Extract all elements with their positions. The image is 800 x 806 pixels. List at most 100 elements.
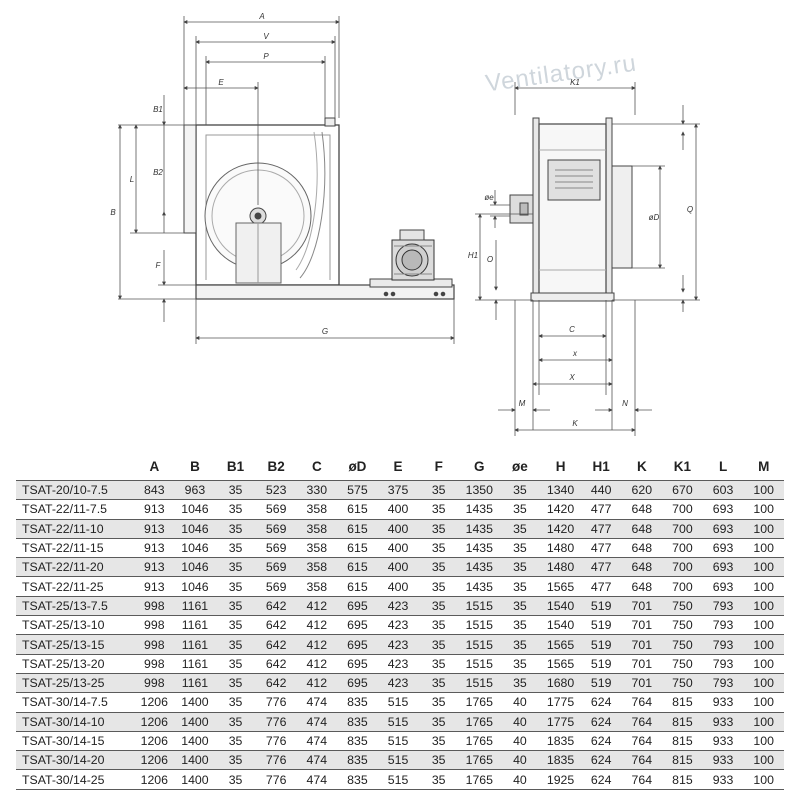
value-cell: 1206 (134, 692, 175, 713)
value-cell: 701 (621, 615, 663, 636)
value-cell: 750 (662, 615, 703, 636)
value-cell: 35 (499, 654, 541, 674)
value-cell: 474 (296, 731, 338, 752)
value-cell: 648 (621, 519, 663, 539)
value-cell: 423 (377, 634, 419, 655)
value-cell: 1775 (540, 712, 581, 732)
dim-label-x: x (572, 349, 578, 358)
dim-label-E: E (218, 78, 224, 87)
value-cell: 477 (580, 519, 622, 539)
value-cell: 40 (499, 750, 541, 771)
value-cell: 477 (580, 557, 622, 578)
model-cell: TSAT-22/11-20 (16, 557, 134, 578)
value-cell: 100 (743, 731, 784, 752)
value-cell: 35 (215, 712, 256, 732)
value-cell: 100 (743, 538, 784, 559)
value-cell: 695 (337, 654, 378, 674)
value-cell: 815 (662, 712, 703, 732)
value-cell: 35 (418, 692, 459, 713)
value-cell: 35 (499, 538, 541, 559)
value-cell: 648 (621, 499, 663, 520)
value-cell: 35 (215, 499, 256, 520)
value-cell: 1515 (459, 634, 500, 655)
value-cell: 1765 (459, 692, 500, 713)
value-cell: 776 (255, 712, 297, 732)
value-cell: 695 (337, 673, 378, 694)
value-cell: 642 (255, 634, 297, 655)
value-cell: 693 (702, 576, 744, 597)
model-cell: TSAT-25/13-25 (16, 673, 134, 694)
value-cell: 695 (337, 615, 378, 636)
value-cell: 815 (662, 731, 703, 752)
front-view (118, 16, 455, 344)
value-cell: 35 (215, 615, 256, 636)
value-cell: 423 (377, 596, 419, 617)
value-cell: 35 (499, 519, 541, 539)
dim-label-K1: K1 (570, 78, 580, 87)
value-cell: 815 (662, 692, 703, 713)
value-cell: 1400 (174, 750, 216, 771)
value-cell: 519 (580, 634, 622, 655)
value-cell: 1925 (540, 769, 581, 790)
value-cell: 412 (296, 634, 338, 655)
value-cell: 1565 (540, 634, 581, 655)
value-cell: 400 (377, 499, 419, 520)
value-cell: 569 (255, 519, 297, 539)
value-cell: 750 (662, 673, 703, 694)
value-cell: 1161 (174, 673, 216, 694)
side-view (475, 82, 700, 436)
model-cell: TSAT-25/13-10 (16, 615, 134, 636)
value-cell: 35 (418, 769, 459, 790)
value-cell: 358 (296, 519, 338, 539)
value-cell: 1046 (174, 538, 216, 559)
value-cell: 1435 (459, 538, 500, 559)
value-cell: 843 (134, 479, 175, 501)
value-cell: 35 (418, 634, 459, 655)
value-cell: 358 (296, 557, 338, 578)
value-cell: 35 (499, 499, 541, 520)
value-cell: 1435 (459, 519, 500, 539)
value-cell: 693 (702, 499, 744, 520)
value-cell: 693 (702, 538, 744, 559)
value-cell: 515 (377, 731, 419, 752)
dim-label-G: G (322, 327, 328, 336)
column-header: H (555, 458, 566, 474)
value-cell: 1420 (540, 519, 581, 539)
value-cell: 693 (702, 557, 744, 578)
value-cell: 1206 (134, 712, 175, 732)
value-cell: 700 (662, 576, 703, 597)
value-cell: 1765 (459, 712, 500, 732)
model-cell: TSAT-30/14-10 (16, 712, 134, 732)
value-cell: 100 (743, 499, 784, 520)
value-cell: 35 (215, 654, 256, 674)
value-cell: 1400 (174, 712, 216, 732)
value-cell: 100 (743, 615, 784, 636)
value-cell: 412 (296, 654, 338, 674)
value-cell: 519 (580, 596, 622, 617)
value-cell: 423 (377, 615, 419, 636)
value-cell: 1206 (134, 731, 175, 752)
value-cell: 1161 (174, 634, 216, 655)
value-cell: 519 (580, 673, 622, 694)
column-header: E (393, 458, 403, 474)
value-cell: 700 (662, 519, 703, 539)
value-cell: 40 (499, 731, 541, 752)
value-cell: 35 (499, 479, 541, 501)
model-cell: TSAT-25/13-20 (16, 654, 134, 674)
value-cell: 100 (743, 673, 784, 694)
dimension-labels: A V P E B1 B2 L B F G K1 øe H1 O øD Q C … (110, 12, 693, 428)
value-cell: 603 (702, 479, 744, 501)
value-cell: 913 (134, 538, 175, 559)
model-cell: TSAT-22/11-7.5 (16, 499, 134, 520)
value-cell: 815 (662, 750, 703, 771)
dim-label-K: K (572, 419, 578, 428)
value-cell: 35 (215, 634, 256, 655)
value-cell: 933 (702, 731, 744, 752)
dim-label-B2: B2 (153, 168, 163, 177)
value-cell: 400 (377, 519, 419, 539)
value-cell: 100 (743, 557, 784, 578)
